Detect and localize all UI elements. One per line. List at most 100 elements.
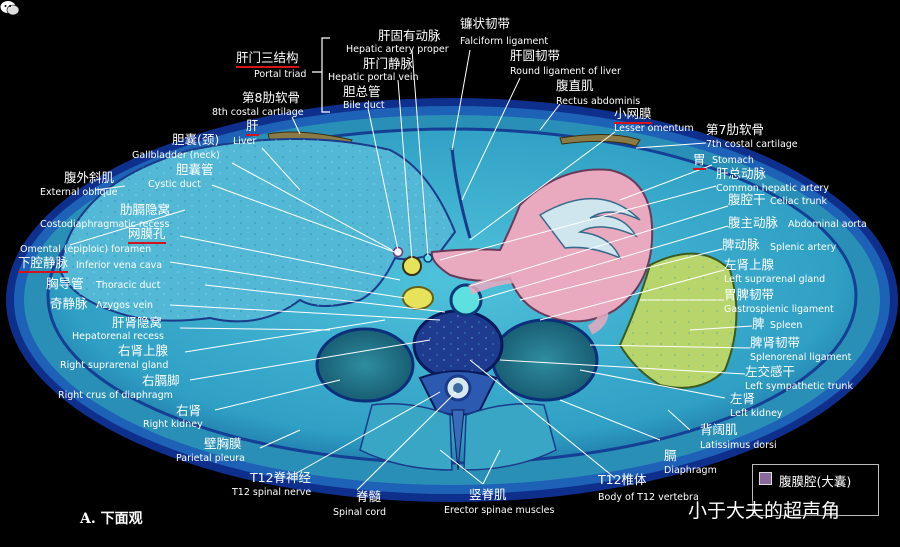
label-ext-oblique-en: External oblique (40, 187, 118, 198)
label-t12-body-zh: T12椎体 (598, 472, 647, 487)
erector-spinae-left (359, 403, 453, 471)
liver-texture (60, 139, 455, 322)
label-costal8-zh: 第8肋软骨 (242, 90, 300, 105)
legend-swatch (759, 472, 772, 485)
falciform-ligament (450, 147, 472, 239)
label-stomach-en: Stomach (712, 155, 754, 166)
label-azygos-zh: 奇静脉 (50, 296, 88, 311)
label-cystic-duct-en: Cystic duct (148, 179, 201, 190)
label-latissimus-en: Latissimus dorsi (700, 440, 777, 451)
label-ivc-en: Inferior vena cava (76, 260, 163, 271)
label-hepatorenal-zh: 肝肾隐窝 (112, 315, 163, 330)
leader-lines (69, 49, 753, 491)
label-splenic-artery-zh: 脾动脉 (722, 237, 760, 252)
label-bile-duct-en: Bile duct (343, 100, 385, 111)
legend-label: 腹膜腔(大囊) (779, 474, 852, 489)
label-spinal-cord-zh: 脊髓 (356, 489, 382, 504)
label-epiploic-zh: 网膜孔 (128, 227, 166, 244)
label-spleen-en: Spleen (770, 320, 803, 331)
label-rectus-zh: 腹直肌 (556, 78, 594, 93)
label-t12-nerve-zh: T12脊神经 (250, 470, 312, 485)
label-gb-neck-en: Gallbladder (neck) (132, 150, 220, 161)
label-splenic-artery-en: Splenic artery (770, 242, 837, 253)
label-gastrosplenic-en: Gastrosplenic ligament (724, 304, 834, 315)
label-portal-triad-zh: 肝门三结构 (236, 51, 299, 68)
label-common-hepatic-en: Common hepatic artery (716, 183, 829, 194)
label-l-suprarenal-zh: 左肾上腺 (724, 257, 775, 272)
label-cystic-duct-zh: 胆囊管 (176, 162, 214, 177)
splenic-artery-shape (468, 272, 609, 335)
label-spinal-cord-en: Spinal cord (333, 507, 387, 518)
label-portal-vein-zh: 肝门静脉 (363, 56, 414, 71)
label-epiploic-en: Omental (epiploic) foramen (20, 244, 152, 255)
label-costodiaph-zh: 肋膈隐窝 (120, 202, 171, 217)
label-costal7-en: 7th costal cartilage (706, 139, 798, 150)
label-parietal-pleura-zh: 壁胸膜 (204, 436, 242, 451)
label-round-lig-zh: 肝圆韧带 (510, 48, 561, 63)
label-stomach-zh: 胃 (693, 153, 706, 170)
label-diaphragm-zh: 膈 (664, 448, 677, 463)
label-erector-en: Erector spinae muscles (444, 505, 555, 516)
wechat-icon (0, 1, 20, 16)
label-diaphragm-en: Diaphragm (664, 465, 717, 476)
label-splenorenal-zh: 脾肾韧带 (750, 335, 801, 350)
label-hepatorenal-en: Hepatorenal recess (72, 331, 164, 342)
label-splenorenal-en: Splenorenal ligament (750, 352, 852, 363)
label-lesser-omentum-en: Lesser omentum (614, 123, 694, 134)
label-rectus-en: Rectus abdominis (556, 96, 641, 107)
erector-spinae-right (463, 403, 557, 471)
label-parietal-pleura-en: Parietal pleura (176, 453, 245, 464)
vertebral-body-texture (418, 315, 498, 375)
label-thoracic-duct-en: Thoracic duct (96, 280, 161, 291)
label-r-kidney-en: Right kidney (143, 419, 203, 430)
label-aorta-en: Abdominal aorta (788, 219, 867, 230)
legend: 腹膜腔(大囊) (752, 464, 879, 516)
label-common-hepatic-zh: 肝总动脉 (716, 166, 767, 181)
label-r-crus-en: Right crus of diaphragm (58, 390, 173, 401)
label-celiac-en: Celiac trunk (770, 196, 827, 207)
figure-caption: A. 下面观 (80, 511, 143, 527)
label-falciform-zh: 镰状韧带 (460, 16, 511, 31)
label-t12-nerve-en: T12 spinal nerve (232, 487, 312, 498)
label-lesser-omentum-zh: 小网膜 (614, 107, 652, 124)
label-costal8-en: 8th costal cartilage (212, 107, 304, 118)
label-gastrosplenic-zh: 胃脾韧带 (724, 287, 775, 302)
portal-triad-bracket (312, 37, 330, 113)
label-aorta-zh: 腹主动脉 (728, 215, 779, 230)
label-l-kidney-en: Left kidney (730, 408, 783, 419)
costal-cartilage-7 (559, 133, 641, 147)
label-latissimus-zh: 背阔肌 (700, 422, 738, 437)
label-liver-en: Liver (233, 136, 257, 147)
label-l-kidney-zh: 左肾 (730, 391, 756, 406)
watermark: 小于大夫的超声角 (688, 500, 841, 522)
label-hepatic-artery-proper-zh: 肝固有动脉 (378, 28, 441, 43)
label-spleen-zh: 脾 (752, 316, 765, 331)
right-kidney-shape (315, 327, 415, 403)
label-costodiaph-en: Costodiaphragmatic recess (40, 219, 170, 230)
label-r-kidney-zh: 右肾 (176, 403, 202, 418)
label-azygos-en: Azygos vein (96, 300, 154, 311)
label-r-suprarenal-en: Right suprarenal gland (60, 360, 169, 371)
label-r-suprarenal-zh: 右肾上腺 (118, 343, 169, 358)
label-thoracic-duct-zh: 胸导管 (46, 276, 84, 291)
label-r-crus-zh: 右膈脚 (142, 373, 180, 388)
label-l-sympathetic-zh: 左交感干 (745, 364, 796, 379)
label-liver-zh: 肝 (246, 119, 259, 136)
label-l-sympathetic-en: Left sympathetic trunk (745, 381, 853, 392)
label-falciform-en: Falciform ligament (460, 36, 549, 47)
label-gb-neck-zh: 胆囊(颈) (172, 132, 220, 147)
spleen-texture (620, 253, 737, 388)
label-ext-oblique-zh: 腹外斜肌 (64, 170, 115, 185)
label-t12-body-en: Body of T12 vertebra (598, 492, 699, 503)
label-hepatic-artery-proper-en: Hepatic artery proper (346, 44, 449, 55)
label-costal7-zh: 第7肋软骨 (706, 122, 764, 137)
label-l-suprarenal-en: Left suprarenal gland (724, 274, 826, 285)
label-celiac-zh: 腹腔干 (728, 192, 766, 207)
ivc-shape (402, 286, 434, 310)
spinous-process (451, 409, 465, 471)
label-portal-vein-en: Hepatic portal vein (328, 72, 419, 83)
label-bile-duct-zh: 胆总管 (343, 84, 381, 99)
label-round-lig-en: Round ligament of liver (510, 66, 621, 77)
label-erector-zh: 竖脊肌 (469, 487, 507, 502)
